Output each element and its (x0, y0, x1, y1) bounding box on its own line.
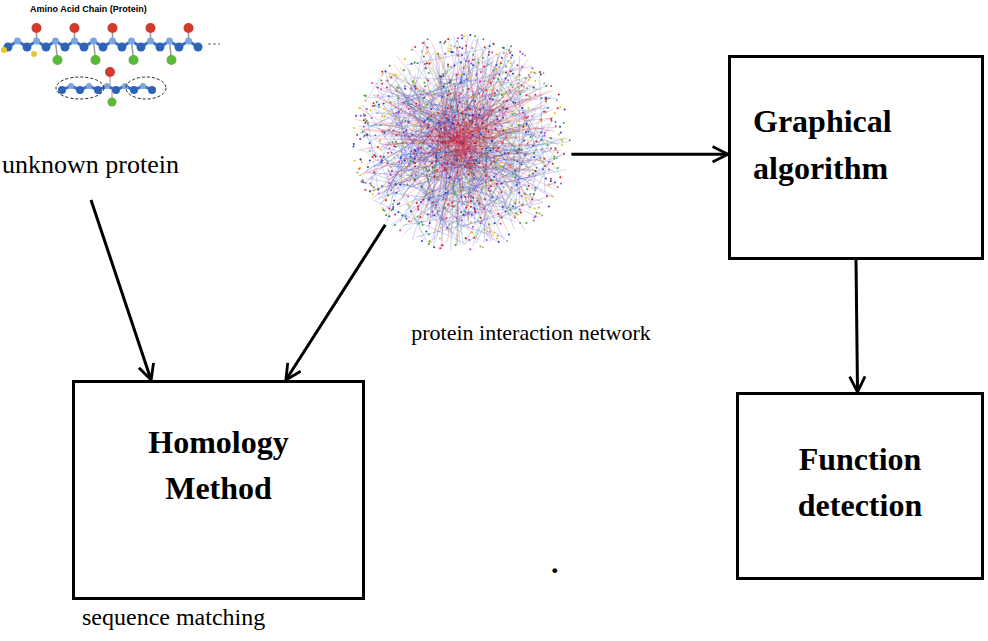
illustration-title: Amino Acid Chain (Protein) (28, 4, 149, 14)
box-text: Function detection (761, 436, 959, 529)
arrow-connector (856, 260, 858, 392)
annotation-label: sequence matching (82, 604, 265, 631)
network-node: protein interaction network (350, 30, 572, 255)
node-label: unknown protein (2, 150, 179, 180)
process-box: Homology Method (72, 380, 365, 600)
node-label: protein interaction network (411, 320, 650, 346)
arrow-connector (286, 225, 385, 380)
protein-illustration: Amino Acid Chain (Protein) unknown protei… (0, 0, 222, 200)
arrow-connector (571, 153, 728, 156)
process-box: Graphical algorithm (728, 55, 984, 260)
amino-acid-chain (0, 0, 222, 110)
arrow-connector (91, 200, 151, 380)
dot-mark: . (551, 546, 559, 580)
box-text: Homology Method (97, 419, 340, 512)
process-box: Function detection (736, 392, 984, 580)
box-text: Graphical algorithm (753, 98, 959, 191)
network-picture (350, 30, 572, 255)
